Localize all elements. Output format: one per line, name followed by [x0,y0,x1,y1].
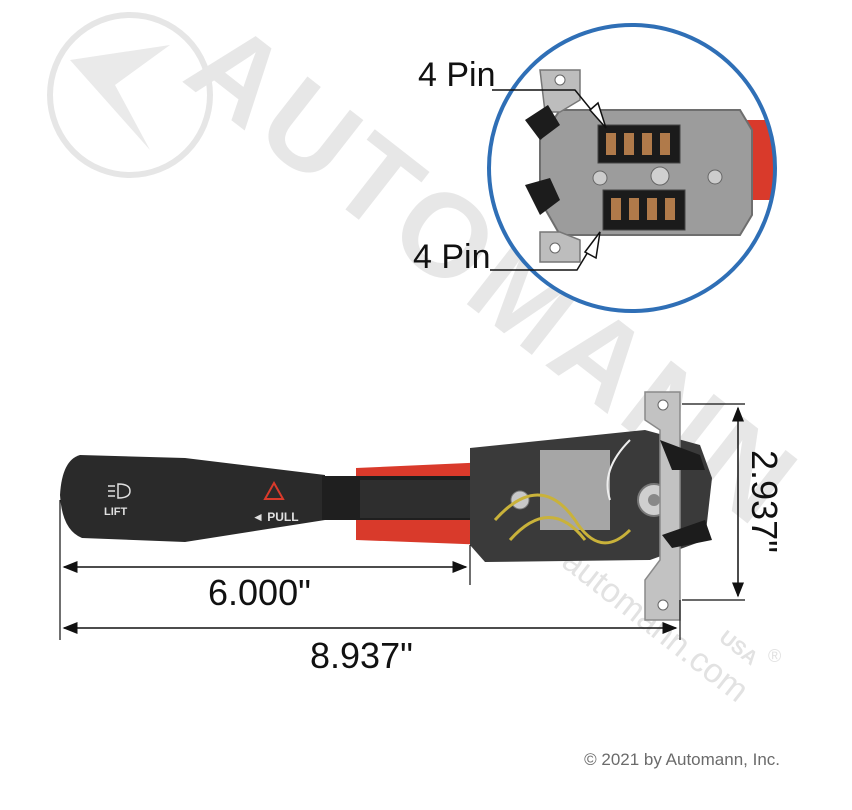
headlight-icon [108,483,131,499]
top-pin-label: 4 Pin [418,56,496,94]
copyright-notice: © 2021 by Automann, Inc. [584,750,780,769]
watermark-registered: ® [768,646,781,666]
watermark-logo-mark [70,45,170,150]
pin-callout-bottom: 4 Pin [413,231,601,276]
partial-length-label: 6.000" [208,572,311,613]
dimension-height: 2.937" [682,403,785,601]
connector-closeup [487,23,777,313]
closeup-circle-border [487,23,777,313]
hazard-icon [263,480,285,500]
height-dimension-label: 2.937" [744,450,785,553]
turn-signal-lever: LIFT ◄ PULL [60,391,712,621]
watermark-logo-ring [47,12,213,178]
dimension-partial-length: 6.000" [59,500,471,640]
pin-callout-top: 4 Pin [418,56,607,129]
closeup-housing [539,109,753,236]
dimension-total-length: 8.937" [62,600,681,676]
closeup-bracket-top [539,69,581,113]
total-length-label: 8.937" [310,635,413,676]
bottom-pin-label: 4 Pin [413,238,491,276]
lift-label: LIFT [104,506,127,518]
pull-label: ◄ PULL [252,510,299,524]
lever-handle [60,455,325,542]
